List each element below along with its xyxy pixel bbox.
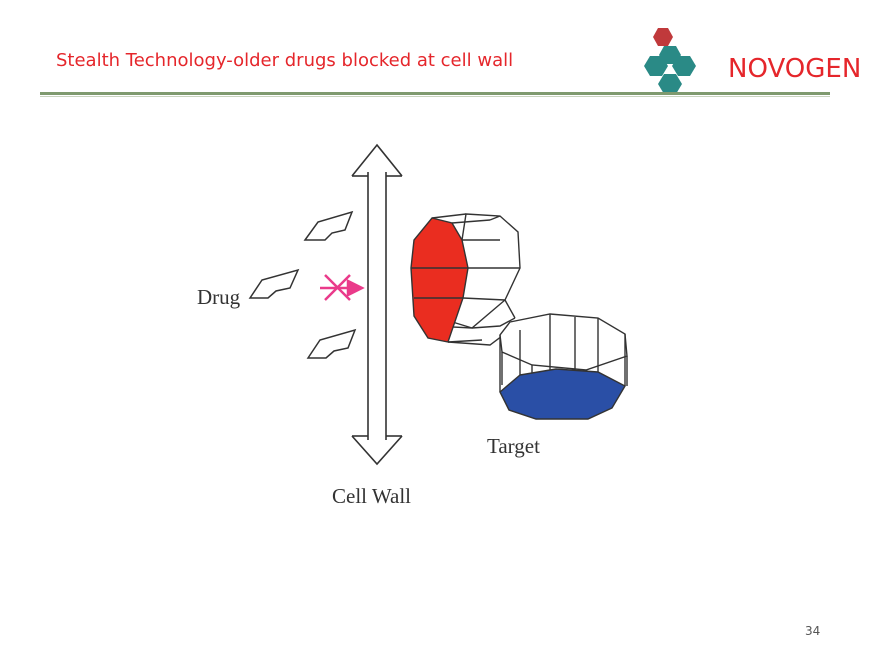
drug-molecule-top <box>303 210 354 241</box>
target-lower-prism <box>499 313 628 420</box>
cell-wall-label: Cell Wall <box>332 484 411 508</box>
target-upper-prism <box>410 213 521 343</box>
page-number: 34 <box>805 624 821 638</box>
drug-molecule-bottom <box>306 328 357 359</box>
logo-teal-hexagon-left <box>644 56 668 76</box>
target-blue-face <box>499 368 626 420</box>
target-label: Target <box>487 434 540 458</box>
target-lower-top-rim <box>499 313 628 371</box>
drug-molecules <box>248 210 357 359</box>
drug-label: Drug <box>197 285 241 309</box>
header-divider <box>40 92 830 95</box>
cell-wall-arrow <box>351 143 403 466</box>
drug-molecule-middle <box>248 268 300 299</box>
slide-title: Stealth Technology-older drugs blocked a… <box>56 50 514 71</box>
novogen-logo-mark <box>644 28 696 94</box>
logo-teal-hexagon-top <box>659 46 681 64</box>
logo-teal-hexagon-right <box>672 56 696 76</box>
header-divider-shadow <box>40 96 830 97</box>
logo-text: NOVOGEN <box>728 54 862 84</box>
blocked-marker-icon <box>320 274 365 301</box>
logo-red-hexagon <box>653 28 673 46</box>
logo-teal-hexagon-bottom <box>658 74 682 94</box>
